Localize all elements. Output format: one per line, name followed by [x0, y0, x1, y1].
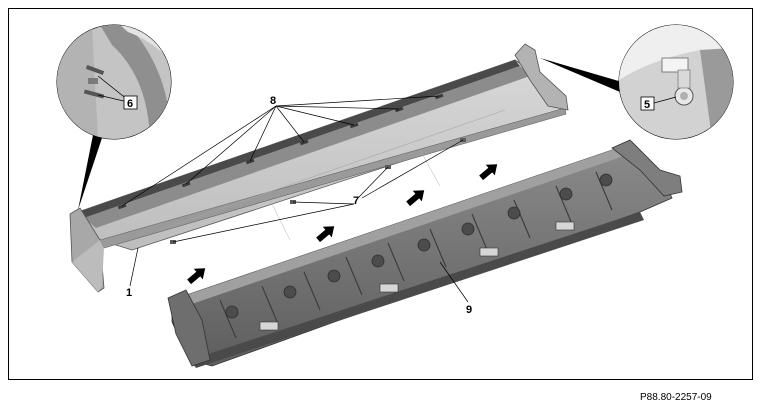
figure-reference: P88.80-2257-09 — [640, 392, 712, 403]
callout-9: 9 — [466, 304, 472, 316]
callout-8: 8 — [270, 95, 276, 107]
callout-7: 7 — [353, 195, 359, 207]
leader-lines — [121, 95, 469, 303]
callout-6: 6 — [127, 98, 133, 110]
callout-5: 5 — [644, 99, 650, 111]
detail-circle-right — [540, 24, 734, 140]
detail-circle-left — [56, 24, 172, 210]
callout-1: 1 — [126, 287, 132, 299]
sill-trim-panel — [69, 43, 569, 293]
sill-carrier — [167, 139, 683, 368]
assembly-arrows — [187, 164, 498, 285]
